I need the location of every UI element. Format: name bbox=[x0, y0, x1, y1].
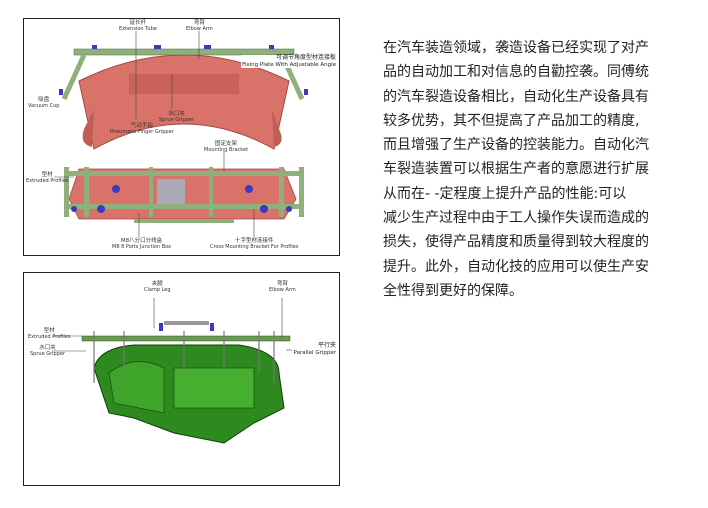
paragraph-line: 减少生产过程中由于工人操作失误而造成的 bbox=[383, 210, 649, 227]
paragraph-line: 的汽车裂造设备相比，自动化生产设备具有 bbox=[383, 88, 649, 105]
paragraph-line: 较多优势，其不但提高了产品加工的精度, bbox=[383, 112, 640, 129]
bumper-gripper-illustration bbox=[54, 31, 308, 237]
paragraph-line: 在汽车装造领域，袭造设备已经实现了对产 bbox=[383, 40, 649, 56]
dashboard-gripper-illustration bbox=[52, 298, 292, 444]
paragraph-line: 全性得到更好的保障。 bbox=[383, 282, 523, 299]
paragraph-line: 品的自动加工和对信息的自勸控袭。同傅统 bbox=[383, 64, 649, 81]
paragraph-line: 车裂造装置可以根据生产者的意愿进行扩展 bbox=[383, 161, 649, 178]
paragraph-line: 而且增强了生产设备的控装能力。自动化汽 bbox=[383, 137, 649, 154]
paragraph-line: 提升。此外，自动化技的应用可以使生产安 bbox=[383, 258, 649, 275]
paragraph-line: 损失，使得产品精度和质量得到较大程度的 bbox=[383, 234, 649, 251]
paragraph-line: 从而在- -定程度上提升产品的性能:可以 bbox=[383, 185, 627, 202]
description-paragraph: 在汽车装造领域，袭造设备已经实现了对产 品的自动加工和对信息的自勸控袭。同傅统 … bbox=[383, 36, 683, 303]
